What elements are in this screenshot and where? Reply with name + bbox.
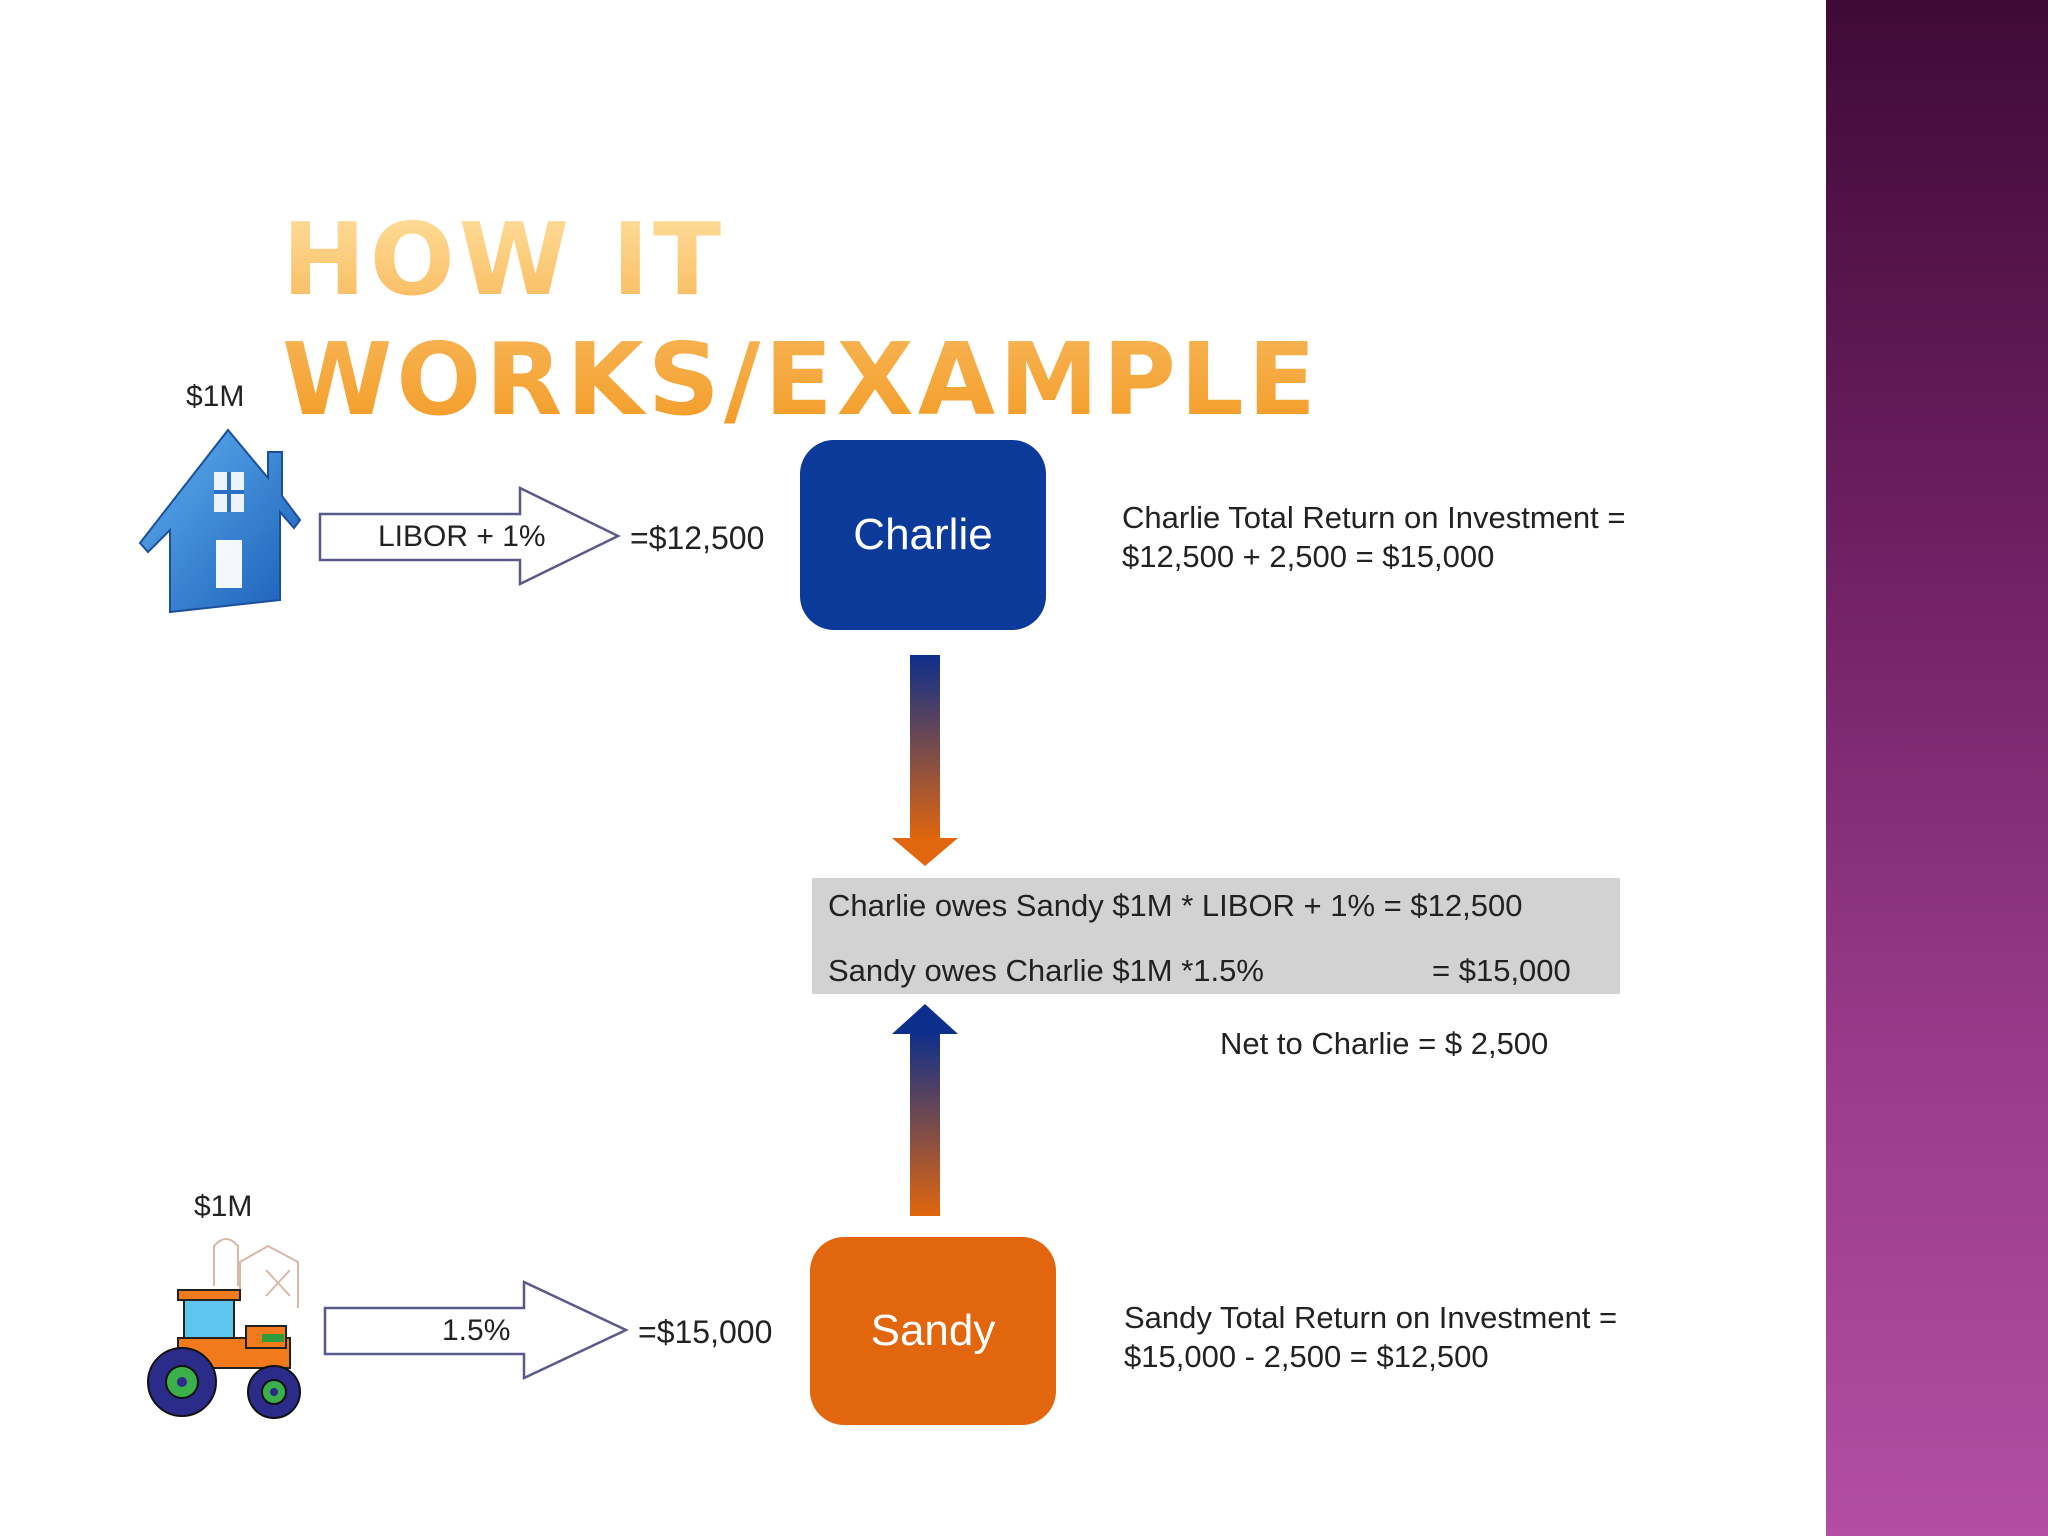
bottom-payment: =$15,000 <box>638 1314 773 1350</box>
charlie-box: Charlie <box>800 440 1046 630</box>
exchange-line1: Charlie owes Sandy $1M * LIBOR + 1% = $1… <box>828 888 1523 923</box>
charlie-to-panel-arrow <box>892 655 958 866</box>
top-payment: =$12,500 <box>630 520 765 556</box>
top-arrow-label: LIBOR + 1% <box>378 520 546 553</box>
sandy-result-line2: $15,000 - 2,500 = $12,500 <box>1124 1339 1489 1374</box>
libor-arrow <box>318 485 621 587</box>
slide-title: HOW IT WORKS/EXAMPLE <box>282 200 1582 440</box>
charlie-result-line2: $12,500 + 2,500 = $15,000 <box>1122 539 1495 574</box>
sandy-result-line1: Sandy Total Return on Investment = <box>1124 1300 1618 1335</box>
sandy-to-panel-arrow <box>892 1004 958 1216</box>
charlie-label: Charlie <box>853 510 993 559</box>
tractor-farm-icon <box>147 1238 301 1419</box>
charlie-result-line1: Charlie Total Return on Investment = <box>1122 500 1626 535</box>
rate-arrow <box>323 1280 629 1380</box>
exchange-panel: Charlie owes Sandy $1M * LIBOR + 1% = $1… <box>812 878 1620 994</box>
bottom-arrow-label: 1.5% <box>442 1314 511 1347</box>
sandy-box: Sandy <box>810 1237 1056 1425</box>
sandy-result: Sandy Total Return on Investment = $15,0… <box>1124 1298 1617 1376</box>
net-to-charlie: Net to Charlie = $ 2,500 <box>1220 1026 1549 1061</box>
exchange-line2: Sandy owes Charlie $1M *1.5% <box>828 953 1264 988</box>
sandy-label: Sandy <box>870 1306 996 1355</box>
bottom-asset-amount: $1M <box>194 1190 253 1223</box>
top-asset-amount: $1M <box>186 380 245 413</box>
exchange-line2-value: = $15,000 <box>1432 953 1571 988</box>
charlie-result: Charlie Total Return on Investment = $12… <box>1122 498 1625 576</box>
house-icon <box>138 428 302 614</box>
side-decorative-band <box>1826 0 2048 1536</box>
